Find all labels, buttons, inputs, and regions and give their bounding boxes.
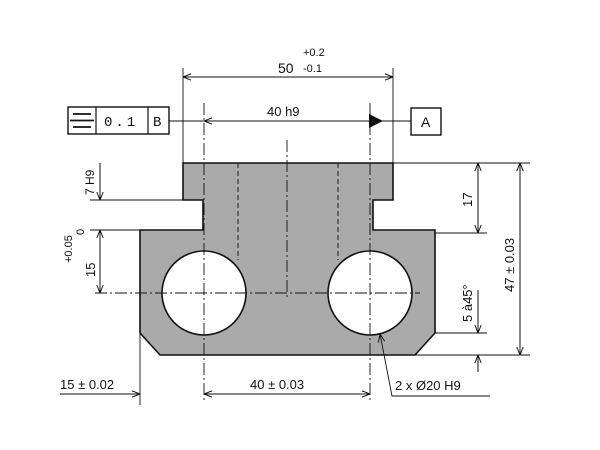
dim-slot-width: 40 h9: [267, 104, 300, 119]
dim-overall-width: 50: [278, 60, 294, 76]
datum-label: A: [421, 114, 431, 130]
dim-side-offset: 15: [83, 263, 98, 277]
tolerance-frame: 0.1 B: [67, 106, 170, 135]
dim-left-offset: 15 ± 0.02: [60, 377, 114, 392]
dim-overall-width-lower: -0.1: [303, 63, 322, 75]
dim-overall-width-upper: +0.2: [303, 47, 325, 59]
dim-right-upper-height: 17: [460, 193, 475, 207]
dim-chamfer: 5 à45°: [460, 284, 475, 322]
datum-box: [410, 107, 442, 136]
dim-slot-height: 7 H9: [83, 169, 97, 195]
leader-holes: [380, 334, 490, 397]
dim-total-height: 47 ± 0.03: [502, 238, 517, 292]
dim-hole-spacing: 40 ± 0.03: [250, 377, 304, 392]
symmetry-icon: [70, 113, 94, 128]
dim-side-offset-lower: 0: [75, 229, 87, 235]
tolerance-value: 0.1: [104, 115, 138, 131]
dim-holes: 2 x Ø20 H9: [395, 378, 461, 393]
dim-side-offset-upper: +0.05: [63, 235, 75, 263]
tolerance-datum: B: [153, 115, 161, 131]
